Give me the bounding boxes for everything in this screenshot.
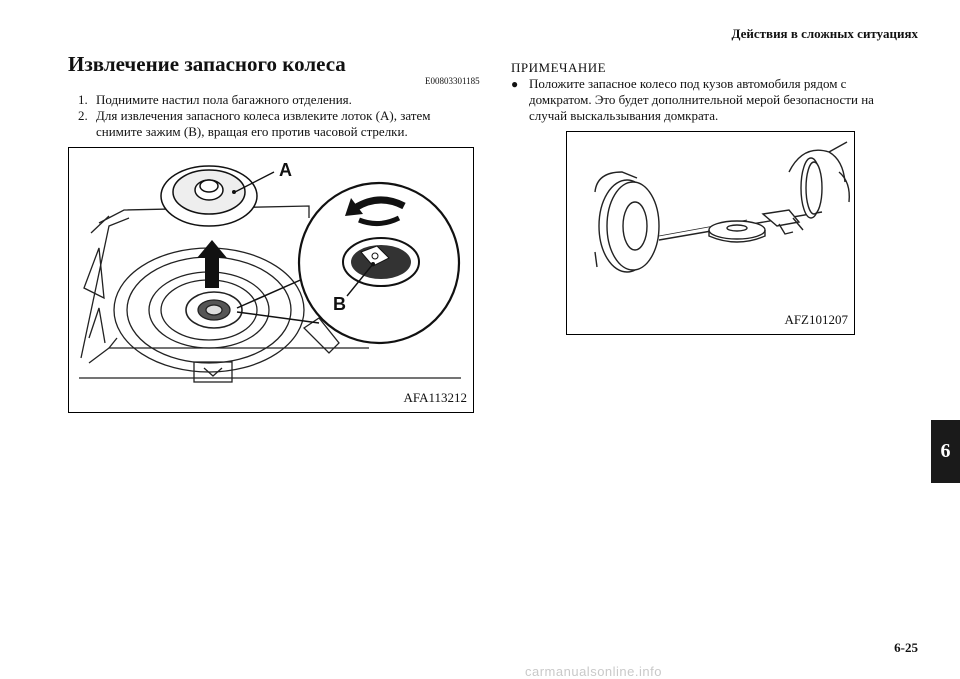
- spare-under-car-illustration: [594, 141, 850, 273]
- figure-code: AFA113212: [403, 390, 467, 405]
- step-number: 1.: [78, 92, 88, 107]
- figure-spare-under-car: AFZ101207: [566, 131, 855, 335]
- running-header: Действия в сложных ситуациях: [731, 26, 918, 41]
- section-title: Извлечение запасного колеса: [68, 52, 346, 76]
- label-b: B: [333, 294, 346, 314]
- bullet-icon: ●: [511, 77, 519, 91]
- section-code: E00803301185: [425, 76, 480, 86]
- note-title: ПРИМЕЧАНИЕ: [511, 60, 607, 75]
- note-item: ● Положите запасное колесо под кузов авт…: [511, 76, 891, 124]
- step-2: 2. Для извлечения запасного колеса извле…: [78, 108, 478, 140]
- label-a: A: [279, 160, 292, 180]
- spare-wheel-illustration: [79, 165, 461, 383]
- figure-spare-wheel-removal: A B AFA113212: [68, 147, 474, 413]
- step-text: Для извлечения запасного колеса извлекит…: [96, 108, 431, 139]
- page-number: 6-25: [894, 640, 918, 655]
- chapter-tab: 6: [931, 420, 960, 483]
- step-number: 2.: [78, 108, 88, 123]
- figure-code: AFZ101207: [784, 312, 848, 327]
- note-text: Положите запасное колесо под кузов автом…: [529, 76, 874, 123]
- step-text: Поднимите настил пола багажного отделени…: [96, 92, 352, 107]
- step-1: 1. Поднимите настил пола багажного отдел…: [78, 92, 478, 108]
- steps-list: 1. Поднимите настил пола багажного отдел…: [78, 92, 478, 140]
- watermark: carmanualsonline.info: [525, 664, 662, 679]
